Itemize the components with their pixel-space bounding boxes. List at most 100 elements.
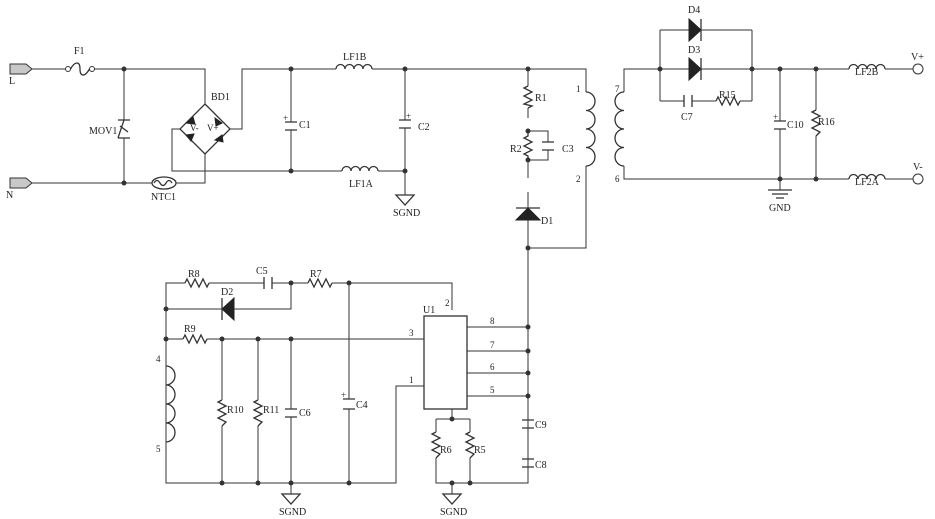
auxiliary-winding: 4 5 <box>156 354 176 454</box>
svg-text:+: + <box>283 113 288 123</box>
label-l: L <box>9 76 15 87</box>
bridge-rectifier-bd1: BD1 V- V+ <box>179 92 231 155</box>
capacitor-c1: + C1 <box>283 113 311 131</box>
diode-d3: D3 <box>688 45 702 82</box>
label-r9: R9 <box>184 324 196 335</box>
capacitor-c5: C5 <box>256 266 273 289</box>
label-r8: R8 <box>188 269 200 280</box>
inductor-lf1b: LF1B <box>335 52 373 70</box>
capacitor-c7: C7 <box>681 95 693 123</box>
label-bd1-plus: V+ <box>207 123 219 133</box>
label-c1: C1 <box>299 120 311 131</box>
resistor-r9: R9 <box>182 324 208 345</box>
diode-d2: D2 <box>221 287 235 322</box>
resistor-r1: R1 <box>522 85 547 109</box>
label-c6: C6 <box>299 408 311 419</box>
pin-u1-7: 7 <box>490 340 495 350</box>
terminal-vminus: V- <box>912 162 924 185</box>
resistor-r10: R10 <box>216 399 244 427</box>
label-lf2b: LF2B <box>855 67 879 78</box>
label-ntc1: NTC1 <box>151 192 176 203</box>
label-r7: R7 <box>310 269 322 280</box>
resistor-r6: R6 <box>430 431 452 459</box>
pin-transformer-7: 7 <box>615 84 620 94</box>
inductor-lf1a: LF1A <box>341 165 379 190</box>
inductor-lf2b: LF2B <box>848 63 886 78</box>
junction-dots <box>121 66 819 486</box>
fuse-f1: F1 <box>65 46 95 76</box>
label-mov1: MOV1 <box>89 126 117 137</box>
inductor-lf2a: LF2A <box>848 173 886 188</box>
terminal-l: L <box>9 63 33 87</box>
label-c7: C7 <box>681 112 693 123</box>
label-sgnd-1: SGND <box>393 208 420 219</box>
label-d1: D1 <box>541 216 553 227</box>
transformer: 1 2 7 6 <box>576 84 625 184</box>
pin-transformer-6: 6 <box>615 174 620 184</box>
label-vminus: V- <box>913 162 923 173</box>
label-r6: R6 <box>440 445 452 456</box>
label-lf1b: LF1B <box>343 52 367 63</box>
pin-u1-8: 8 <box>490 316 495 326</box>
svg-text:+: + <box>341 390 346 400</box>
thermistor-ntc1: NTC1 <box>151 176 177 203</box>
label-sgnd-3: SGND <box>440 507 467 518</box>
pin-u1-1: 1 <box>409 375 414 385</box>
ground-sgnd-3: SGND <box>440 493 467 518</box>
label-c4: C4 <box>356 400 368 411</box>
label-lf1a: LF1A <box>349 179 374 190</box>
resistor-r5: R5 <box>464 431 486 459</box>
diode-d4: D4 <box>688 5 702 43</box>
terminal-vplus: V+ <box>911 52 924 75</box>
capacitor-c9: C9 <box>522 419 547 431</box>
resistor-r16: R16 <box>810 109 835 137</box>
pin-transformer-2: 2 <box>576 174 581 184</box>
label-r10: R10 <box>227 405 244 416</box>
label-d4: D4 <box>688 5 700 16</box>
controller-u1: U1 2 3 1 8 7 6 5 <box>409 298 495 410</box>
pin-transformer-1: 1 <box>576 84 581 94</box>
pin-aux-4: 4 <box>156 354 161 364</box>
label-r15: R15 <box>719 90 736 101</box>
label-r2: R2 <box>510 144 522 155</box>
label-n: N <box>6 190 13 201</box>
label-bd1: BD1 <box>211 92 230 103</box>
pin-u1-6: 6 <box>490 362 495 372</box>
resistor-r15: R15 <box>715 90 741 107</box>
ground-sgnd-2: SGND <box>279 493 306 518</box>
label-c5: C5 <box>256 266 268 277</box>
label-r5: R5 <box>474 445 486 456</box>
pin-u1-2: 2 <box>445 298 450 308</box>
resistor-r8: R8 <box>184 269 210 289</box>
label-c3: C3 <box>562 144 574 155</box>
pin-u1-5: 5 <box>490 385 495 395</box>
label-c10: C10 <box>787 120 804 131</box>
capacitor-c10: + C10 <box>773 112 804 131</box>
capacitor-c3: C3 <box>542 141 574 155</box>
svg-text:+: + <box>773 112 778 122</box>
capacitor-c4: + C4 <box>341 390 368 411</box>
label-c8: C8 <box>535 460 547 471</box>
wires <box>32 29 913 494</box>
label-d2: D2 <box>221 287 233 298</box>
label-bd1-minus: V- <box>190 123 199 133</box>
label-vplus: V+ <box>911 52 924 63</box>
pin-u1-3: 3 <box>409 328 414 338</box>
label-r16: R16 <box>818 117 835 128</box>
label-u1: U1 <box>423 305 435 316</box>
label-c2: C2 <box>418 122 430 133</box>
label-sgnd-2: SGND <box>279 507 306 518</box>
label-r11: R11 <box>263 405 279 416</box>
ground-sgnd-1: SGND <box>393 194 420 219</box>
resistor-r7: R7 <box>307 269 333 289</box>
label-d3: D3 <box>688 45 700 56</box>
capacitor-c6: C6 <box>285 408 311 419</box>
resistor-r11: R11 <box>252 399 279 427</box>
label-c9: C9 <box>535 420 547 431</box>
terminal-n: N <box>6 177 33 201</box>
resistor-r2: R2 <box>510 131 534 160</box>
ground-gnd: GND <box>768 189 792 214</box>
label-lf2a: LF2A <box>855 177 880 188</box>
label-gnd: GND <box>769 203 791 214</box>
